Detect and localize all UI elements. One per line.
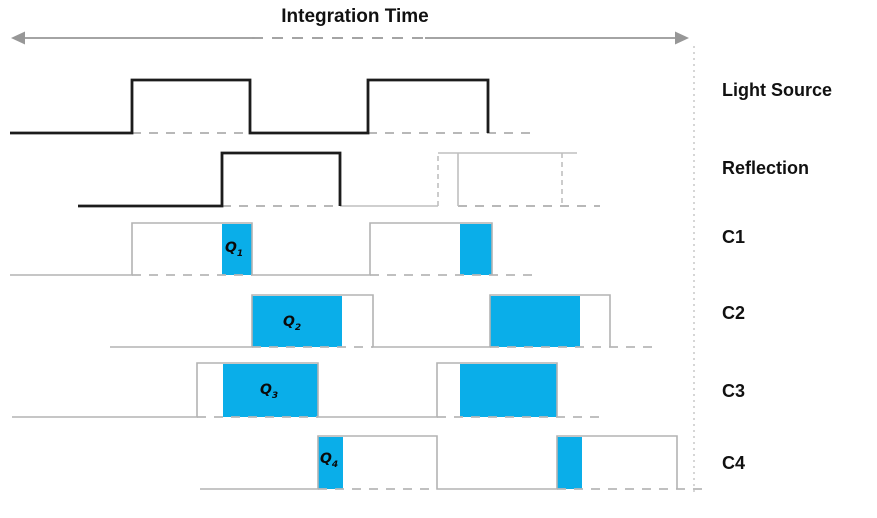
q1-fill-b: [460, 224, 492, 275]
label-light-source: Light Source: [722, 80, 833, 100]
charge-label-q4: Q4: [320, 451, 339, 470]
label-c4: C4: [722, 453, 746, 473]
q3-fill-b: [460, 364, 557, 417]
q4-fill-a: [318, 437, 343, 489]
charge-fills: [222, 224, 582, 489]
label-c1: C1: [722, 227, 746, 247]
arrowhead-right-icon: [675, 31, 689, 45]
c3-waveform: [12, 362, 600, 418]
integration-time-arrow: [11, 31, 689, 45]
label-c3: C3: [722, 381, 746, 401]
diagram-title: Integration Time: [281, 6, 429, 27]
q2-fill-b: [490, 296, 580, 347]
c4-waveform: [200, 435, 706, 490]
reflection-second-pulse: [437, 152, 577, 206]
q1-fill-a: [222, 224, 252, 275]
charge-label-q1: Q1: [225, 240, 244, 259]
light-source-waveform: [10, 78, 530, 135]
c1-waveform: [10, 222, 540, 276]
q4-fill-b: [557, 437, 582, 489]
q2-fill-a: [252, 296, 342, 347]
c2-waveform: [110, 294, 655, 348]
q3-fill-a: [223, 364, 318, 417]
label-reflection: Reflection: [722, 158, 810, 178]
charge-label-q2: Q2: [283, 314, 302, 333]
charge-label-q3: Q3: [260, 382, 279, 401]
reflection-waveform: [78, 151, 600, 208]
arrowhead-left-icon: [11, 31, 25, 45]
label-c2: C2: [722, 303, 746, 323]
